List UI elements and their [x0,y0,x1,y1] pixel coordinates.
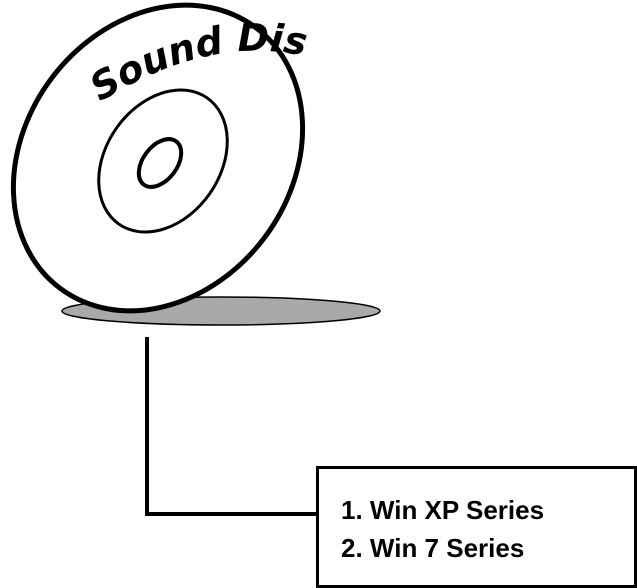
os-options-box: 1. Win XP Series 2. Win 7 Series [316,466,637,588]
disc-hub-ring [136,137,184,189]
disc-middle-ring [97,88,229,234]
disc-icon [10,2,306,314]
option-win-7: 2. Win 7 Series [341,533,525,563]
connector-line [145,337,316,516]
option-win-xp: 1. Win XP Series [341,495,545,525]
